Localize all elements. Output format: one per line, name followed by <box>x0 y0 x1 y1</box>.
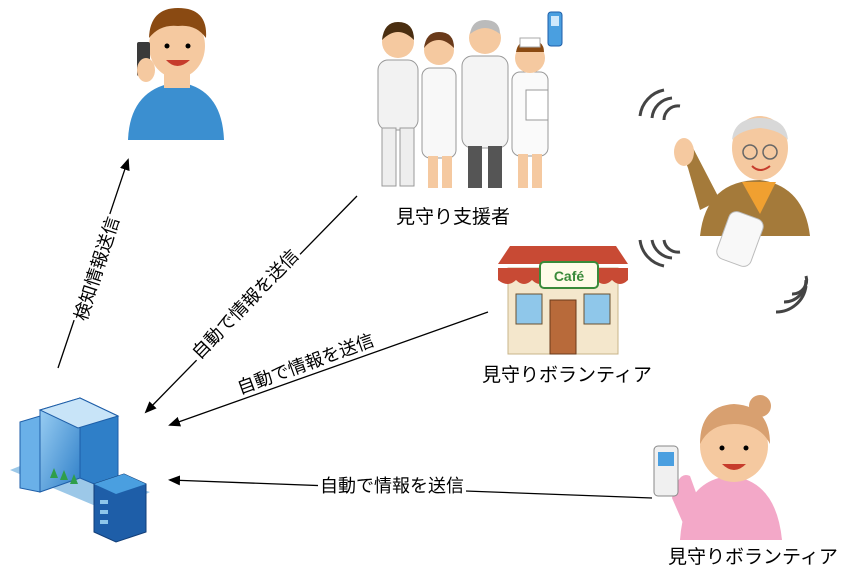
support-staff-illustration <box>377 11 563 188</box>
cafe-sign-text: Café <box>554 268 585 284</box>
monitoring-center-illustration <box>10 397 150 543</box>
cafe-illustration <box>498 246 628 355</box>
arrow-label-from-woman: 自動で情報を送信 <box>318 476 466 497</box>
label-volunteer-cafe: 見守りボランティア <box>482 364 652 386</box>
elderly-person-illustration <box>638 88 810 314</box>
volunteer-woman-illustration <box>653 395 782 540</box>
label-support-staff: 見守り支援者 <box>396 206 511 228</box>
family-member-illustration <box>128 8 224 140</box>
arrow-from-cafe <box>168 311 489 427</box>
label-volunteer-woman: 見守りボランティア <box>668 546 838 568</box>
